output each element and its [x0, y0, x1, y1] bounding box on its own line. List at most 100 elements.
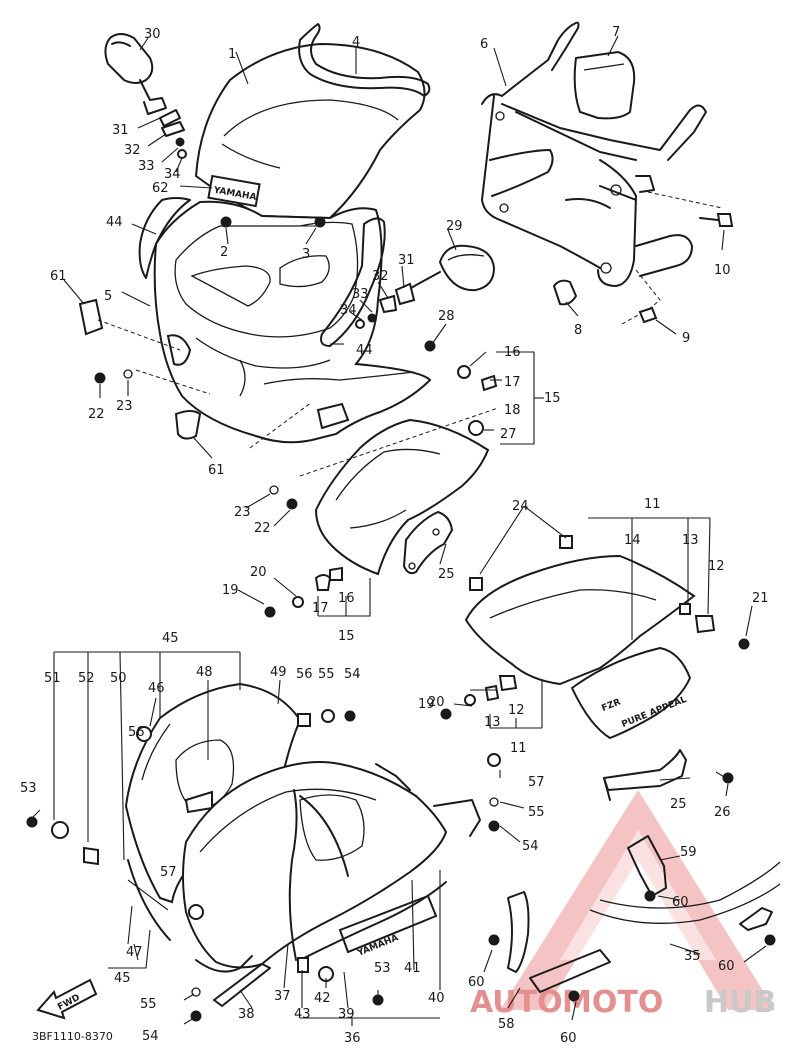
callout-36: 36: [344, 1031, 361, 1046]
callout-7: 7: [612, 25, 620, 40]
callout-9: 9: [682, 331, 690, 346]
callout-20a: 20: [250, 565, 267, 580]
watermark-text-moto: MOTO: [562, 985, 663, 1020]
callout-53a: 53: [20, 781, 37, 796]
callout-60a: 60: [672, 895, 689, 910]
windshield-trim: [298, 23, 431, 97]
callout-31b: 31: [398, 253, 415, 268]
leader-lines: [29, 35, 767, 1026]
callout-40: 40: [428, 991, 445, 1006]
callout-16b: 16: [338, 591, 355, 606]
lower-cowling-left: [124, 682, 302, 904]
right-mirror-assembly: [355, 244, 496, 329]
callout-61a: 61: [50, 269, 67, 284]
callout-2: 2: [220, 245, 228, 260]
callout-51: 51: [44, 671, 61, 686]
callout-10: 10: [714, 263, 731, 278]
callout-39: 39: [338, 1007, 355, 1022]
callout-34b: 34: [340, 303, 357, 318]
callout-45b: 45: [114, 971, 131, 986]
bracket-25: [603, 749, 687, 801]
callout-33b: 33: [352, 287, 369, 302]
callout-22a: 22: [88, 407, 105, 422]
callout-26: 26: [714, 805, 731, 820]
fwd-arrow: FWD: [36, 978, 98, 1020]
callout-numbers: 1 2 3 4 5 6 7 8 9 10 11 12 13 14 15 16 1…: [20, 25, 769, 1046]
lower-cowling-inner: [127, 763, 481, 1007]
callout-44a: 44: [106, 215, 123, 230]
callout-49: 49: [270, 665, 287, 680]
callout-46: 46: [148, 681, 165, 696]
callout-17b: 17: [312, 601, 329, 616]
callout-30: 30: [144, 27, 161, 42]
callout-57a: 57: [528, 775, 545, 790]
inner-panel-left: [314, 365, 498, 591]
side-panel-44: [138, 197, 386, 347]
diagram-code: 3BF1110-8370: [32, 1030, 113, 1043]
callout-47: 47: [126, 945, 143, 960]
watermark-logo: AUTO MOTO HUB: [470, 790, 776, 1020]
callout-15a: 15: [544, 391, 561, 406]
callout-23b: 23: [234, 505, 251, 520]
callout-19a: 19: [222, 583, 239, 598]
callout-59: 59: [680, 845, 697, 860]
callout-54b: 54: [522, 839, 539, 854]
callout-23a: 23: [116, 399, 133, 414]
callout-58: 58: [498, 1017, 515, 1032]
callout-8: 8: [574, 323, 582, 338]
callout-15b: 15: [338, 629, 355, 644]
callout-6: 6: [480, 37, 488, 52]
callout-14: 14: [624, 533, 641, 548]
callout-24: 24: [512, 499, 529, 514]
callout-11b: 11: [510, 741, 527, 756]
callout-22b: 22: [254, 521, 271, 536]
windshield: YAMAHA: [194, 42, 426, 220]
callout-27: 27: [500, 427, 517, 442]
callout-55a: 55: [318, 667, 335, 682]
callout-19b: 19: [418, 697, 435, 712]
callout-20b: 20: [428, 695, 445, 710]
callout-12a: 12: [708, 559, 725, 574]
callout-43: 43: [294, 1007, 311, 1022]
callout-54a: 54: [344, 667, 361, 682]
callout-32a: 32: [124, 143, 141, 158]
callout-34a: 34: [164, 167, 181, 182]
callout-37: 37: [274, 989, 291, 1004]
callout-17a: 17: [504, 375, 521, 390]
callout-45a: 45: [162, 631, 179, 646]
callout-29: 29: [446, 219, 463, 234]
callout-11a: 11: [644, 497, 661, 512]
fairing-stay-bracket: [481, 21, 734, 324]
callout-31a: 31: [112, 123, 129, 138]
callout-61b: 61: [208, 463, 225, 478]
callout-60c: 60: [718, 959, 735, 974]
callout-55b: 55: [528, 805, 545, 820]
watermark-text-hub: HUB: [704, 985, 776, 1020]
upper-cowling: [153, 200, 432, 444]
callout-38: 38: [238, 1007, 255, 1022]
callout-16a: 16: [504, 345, 521, 360]
callout-56b: 56: [128, 725, 145, 740]
callout-62: 62: [152, 181, 169, 196]
callout-60d: 60: [560, 1031, 577, 1046]
callout-35: 35: [684, 949, 701, 964]
callout-13b: 13: [484, 715, 501, 730]
lower-right-brackets: [488, 835, 781, 1002]
left-mirror-assembly: [104, 33, 187, 159]
callout-18: 18: [504, 403, 521, 418]
callout-50: 50: [110, 671, 127, 686]
callout-57b: 57: [160, 865, 177, 880]
watermark-text-auto: AUTO: [470, 985, 563, 1020]
callout-60b: 60: [468, 975, 485, 990]
side-cover-61: [78, 298, 202, 440]
callout-21: 21: [752, 591, 769, 606]
callout-41: 41: [404, 961, 421, 976]
callout-4: 4: [352, 35, 360, 50]
callout-1: 1: [228, 47, 236, 62]
callout-55c: 55: [140, 997, 157, 1012]
callout-3: 3: [302, 247, 310, 262]
callout-44b: 44: [356, 343, 373, 358]
callout-28: 28: [438, 309, 455, 324]
